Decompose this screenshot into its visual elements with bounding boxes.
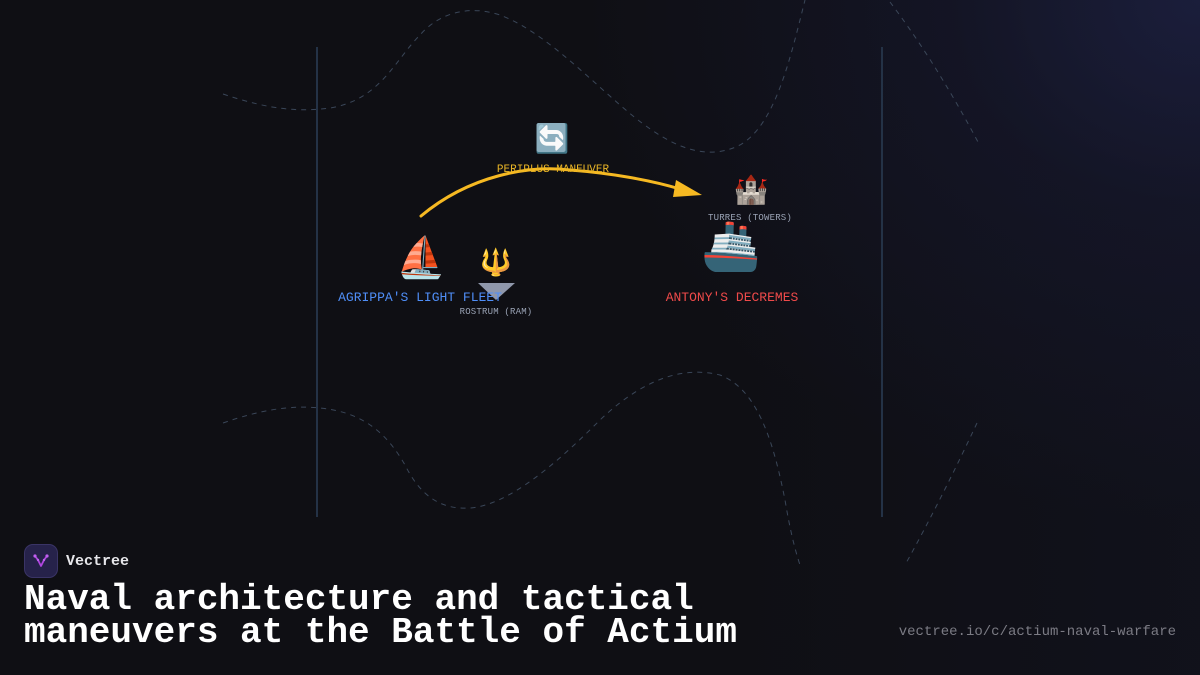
brand: Vectree bbox=[24, 544, 129, 578]
coastline-curves bbox=[222, 0, 979, 566]
repeat-arrows-icon: 🔄 bbox=[534, 122, 570, 155]
periplus-arrow-path bbox=[419, 167, 682, 218]
periplus-arrowhead bbox=[673, 180, 702, 197]
castle-icon: 🏰 bbox=[733, 173, 769, 206]
agrippa-fleet-label: AGRIPPA'S LIGHT FLEET bbox=[338, 290, 502, 305]
rostrum-ram-shape bbox=[478, 283, 515, 300]
coast-top-right bbox=[889, 1, 979, 143]
coast-bottom-left bbox=[222, 371, 801, 566]
sailboat-icon: ⛵ bbox=[396, 235, 446, 281]
coast-top-left bbox=[222, 0, 806, 153]
source-url: vectree.io/c/actium-naval-warfare bbox=[898, 624, 1176, 640]
page-title: Naval architecture and tactical maneuver… bbox=[24, 579, 737, 653]
trident-icon: 🔱 bbox=[479, 248, 513, 278]
vectree-logo-icon bbox=[24, 544, 58, 578]
antony-fleet-label: ANTONY'S DECREMES bbox=[665, 290, 799, 305]
ship-icon: 🚢 bbox=[701, 218, 761, 274]
towers-label: TURRES (TOWERS) bbox=[707, 213, 793, 223]
coast-bottom-right bbox=[904, 422, 978, 566]
rostrum-label: ROSTRUM (RAM) bbox=[459, 307, 533, 317]
brand-name: Vectree bbox=[66, 552, 130, 570]
maneuver-label: PERIPLUS MANEUVER bbox=[496, 164, 610, 176]
tree-fork-icon bbox=[33, 554, 49, 567]
